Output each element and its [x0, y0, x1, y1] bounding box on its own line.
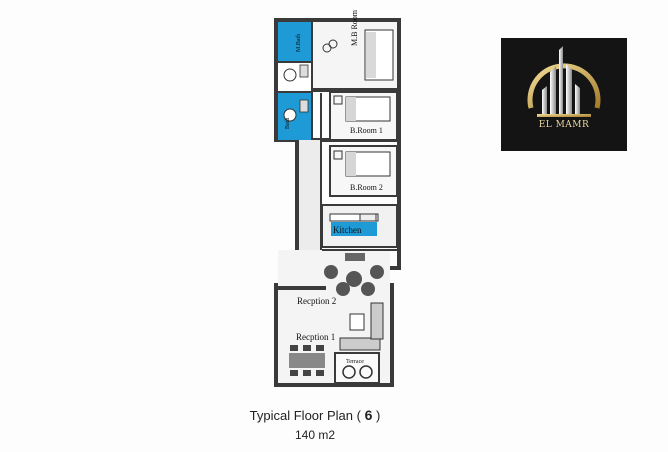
- logo-emblem-icon: [527, 46, 601, 117]
- bedroom-1: [329, 91, 398, 141]
- bath-column: [278, 22, 313, 140]
- plan-number: 6: [364, 407, 373, 423]
- label-bedroom-2: B.Room 2: [350, 183, 383, 192]
- label-kitchen: Kitchen: [333, 225, 362, 235]
- label-master-bedroom: M.B Room: [350, 9, 359, 46]
- label-terrace: Terrace: [346, 359, 364, 365]
- company-logo: EL MAMR: [501, 38, 627, 151]
- plan-area: 140 m2: [294, 428, 336, 442]
- label-bedroom-1: B.Room 1: [350, 126, 383, 135]
- terrace: [334, 352, 380, 384]
- kitchen: [321, 204, 398, 248]
- label-reception-1: Recption 1: [296, 332, 335, 342]
- bedroom-2: [329, 145, 398, 197]
- label-master-bath: M.Bath: [296, 34, 302, 52]
- logo-text: EL MAMR: [538, 120, 590, 130]
- master-bedroom: [313, 22, 397, 91]
- label-bath: Bath: [285, 118, 291, 129]
- label-reception-2: Recption 2: [297, 296, 336, 306]
- plan-title: Typical Floor Plan ( 6 ): [220, 407, 410, 423]
- master-bath-floor: [278, 22, 312, 62]
- plan-title-suffix: ): [375, 408, 381, 423]
- plan-title-prefix: Typical Floor Plan (: [249, 408, 361, 423]
- kitchen-highlight: [331, 222, 377, 236]
